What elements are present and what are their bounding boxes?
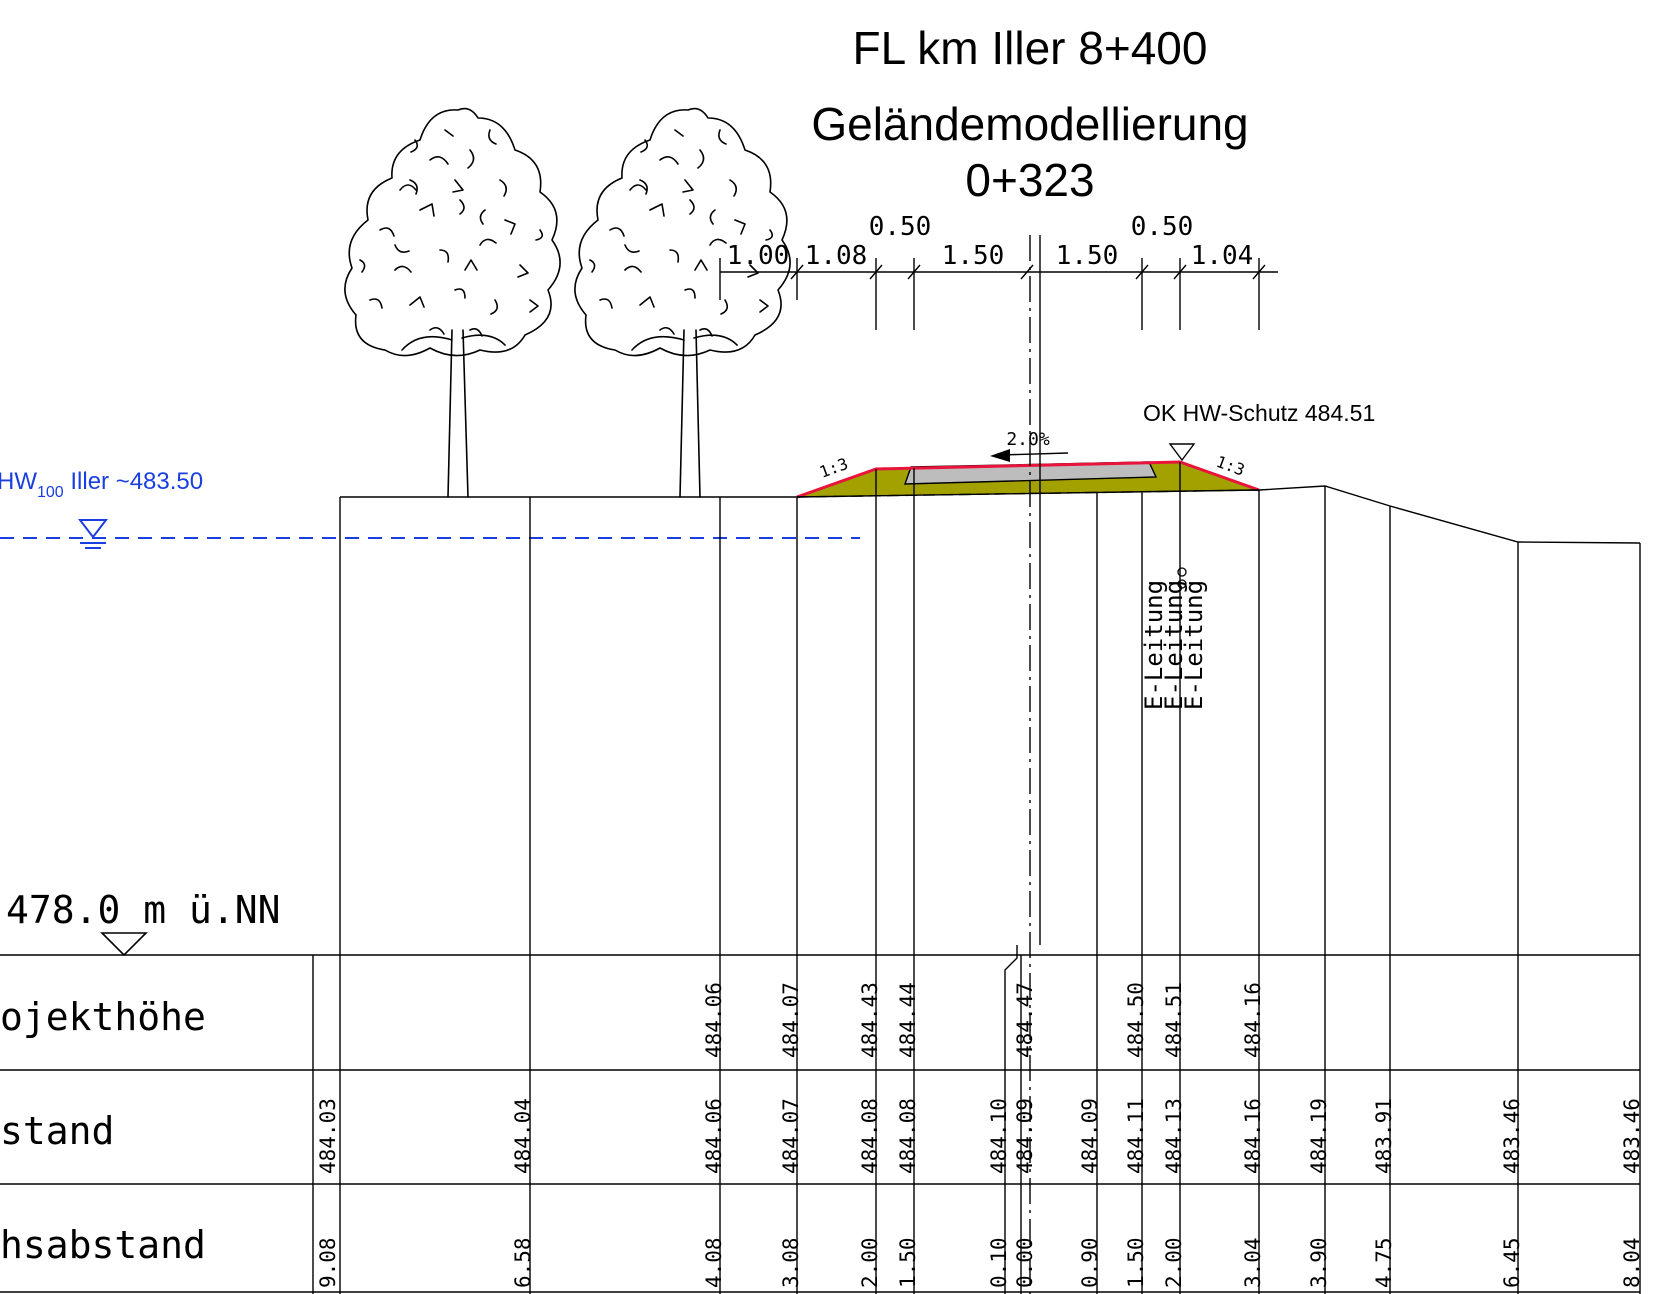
achsabstand-value-15: 8.04 [1620, 1237, 1644, 1288]
utility-group: E-Leitung E-Leitung E-Leitung [1140, 567, 1208, 710]
bestand-value-4: 484.08 [858, 1098, 882, 1174]
projekthoehe-value-6: 484.51 [1162, 982, 1186, 1058]
title-line-1: FL km Iller 8+400 [853, 22, 1208, 74]
bestand-value-14: 483.46 [1500, 1098, 1524, 1174]
achsabstand-value-14: 6.45 [1500, 1237, 1524, 1288]
ok-hw-label: OK HW-Schutz 484.51 [1143, 400, 1375, 426]
projekthoehe-value-5: 484.50 [1124, 982, 1148, 1058]
achsabstand-value-10: 2.00 [1162, 1237, 1186, 1288]
row-label-bestand: stand [0, 1109, 114, 1153]
tree-right-icon [574, 107, 791, 498]
dike-edge [796, 460, 1260, 499]
dim-050-left: 0.50 [869, 212, 932, 242]
crossfall-arrow-icon [990, 449, 1010, 462]
achsabstand-value-2: 4.08 [702, 1237, 726, 1288]
terrain-line [340, 485, 1641, 544]
achsabstand-value-9: 1.50 [1124, 1237, 1148, 1288]
bestand-value-9: 484.11 [1124, 1098, 1148, 1174]
slope-left-label: 1:3 [817, 454, 851, 482]
projekthoehe-value-7: 484.16 [1241, 982, 1265, 1058]
datum-marker-icon [100, 932, 148, 957]
dim-108: 1.08 [805, 241, 868, 271]
bestand-value-15: 483.46 [1620, 1098, 1644, 1174]
achsabstand-value-7: 0.00 [1013, 1237, 1037, 1288]
bestand-value-2: 484.06 [702, 1098, 726, 1174]
projekthoehe-value-2: 484.43 [858, 982, 882, 1058]
achsabstand-value-4: 2.00 [858, 1237, 882, 1288]
utility-label-1: E-Leitung [1140, 580, 1168, 710]
row-label-projekthoehe: ojekthöhe [0, 995, 206, 1039]
achsabstand-value-3: 3.08 [779, 1237, 803, 1288]
bestand-value-8: 484.09 [1078, 1098, 1102, 1174]
title-line-2: Geländemodellierung [811, 98, 1248, 150]
bestand-value-11: 484.16 [1241, 1098, 1265, 1174]
projekthoehe-value-4: 484.47 [1013, 982, 1037, 1058]
projekthoehe-value-1: 484.07 [779, 982, 803, 1058]
projekthoehe-value-3: 484.44 [896, 982, 920, 1058]
dike-section: 1:3 1:3 2.0% OK HW-Schutz 484.51 [796, 400, 1375, 499]
dimension-chain: 0.50 0.50 1.00 1.08 1.50 1.50 1.04 [719, 212, 1278, 330]
achsabstand-value-6: 0.10 [987, 1237, 1011, 1288]
ok-level-marker-icon [1168, 443, 1196, 462]
dim-050-right: 0.50 [1131, 212, 1194, 242]
dim-104: 1.04 [1191, 241, 1254, 271]
bestand-value-0: 484.03 [316, 1098, 340, 1174]
crossfall-label: 2.0% [1006, 429, 1050, 450]
projekthoehe-value-0: 484.06 [702, 982, 726, 1058]
hw100-label: HW100 Iller ~483.50 [0, 468, 203, 501]
bestand-value-12: 484.19 [1307, 1098, 1331, 1174]
bestand-value-7: 484.09 [1013, 1098, 1037, 1174]
achsabstand-value-12: 3.90 [1307, 1237, 1331, 1288]
bestand-value-1: 484.04 [511, 1098, 535, 1174]
row-bestand-values: 484.03 484.04 484.06 484.07 484.08 484.08 484.… [316, 1098, 1644, 1174]
dim-150-right: 1.50 [1056, 241, 1119, 271]
bestand-value-3: 484.07 [779, 1098, 803, 1174]
utility-label-2: E-Leitung [1160, 580, 1188, 710]
row-label-achsabstand: hsabstand [0, 1223, 206, 1267]
utility-label-3: E-Leitung [1180, 580, 1208, 710]
bestand-value-10: 484.13 [1162, 1098, 1186, 1174]
bestand-value-13: 483.91 [1372, 1098, 1396, 1174]
achsabstand-value-11: 3.04 [1241, 1237, 1265, 1288]
bestand-value-6: 484.10 [987, 1098, 1011, 1174]
title-line-3: 0+323 [965, 154, 1094, 206]
achsabstand-value-8: 0.90 [1078, 1237, 1102, 1288]
station-lines [312, 235, 1641, 1294]
bestand-value-5: 484.08 [896, 1098, 920, 1174]
water-level-marker-icon [77, 519, 109, 539]
row-projekthoehe-values: 484.06 484.07 484.43 484.44 484.47 484.50 484.… [702, 982, 1265, 1058]
dim-150-left: 1.50 [942, 241, 1005, 271]
tree-left-icon [344, 107, 561, 498]
profile-table: ojekthöhe stand hsabstand [0, 954, 1640, 1293]
achsabstand-value-5: 1.50 [896, 1237, 920, 1288]
dim-100: 1.00 [727, 241, 790, 271]
datum-label: 478.0 m ü.NN [6, 888, 281, 932]
hw100-water-level: HW100 Iller ~483.50 [0, 468, 860, 549]
achsabstand-value-0: 9.08 [316, 1237, 340, 1288]
crossfall-arrow-shaft [999, 452, 1069, 456]
achsabstand-value-13: 4.75 [1372, 1237, 1396, 1288]
achsabstand-value-1: 6.58 [511, 1237, 535, 1288]
